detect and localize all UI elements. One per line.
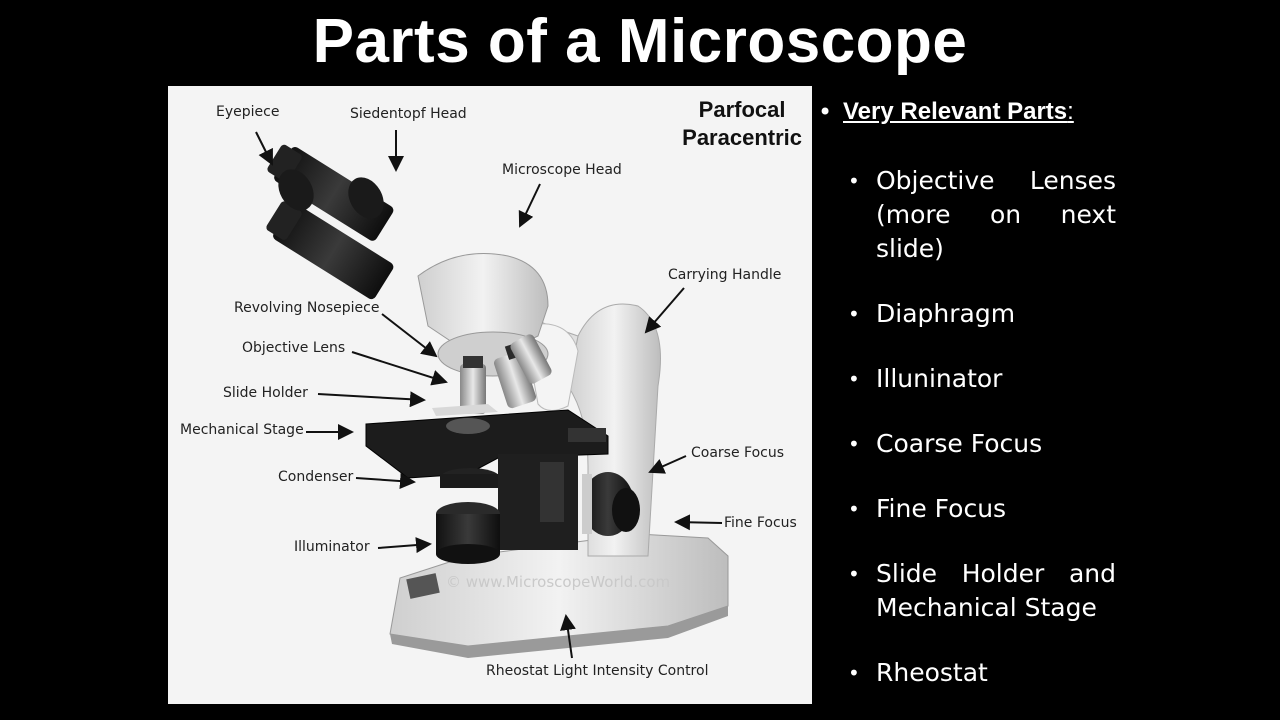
- list-item-text: Illuninator: [876, 364, 1003, 393]
- bullet-dot: •: [848, 661, 860, 685]
- bullet-heading-colon: :: [1067, 98, 1074, 125]
- label-illuminator: Illuminator: [294, 539, 370, 555]
- microscope-illustration: [255, 130, 729, 659]
- label-rheostat: Rheostat Light Intensity Control: [486, 663, 709, 679]
- bullet-dot: •: [818, 98, 833, 126]
- slide-title: Parts of a Microscope: [312, 7, 968, 76]
- label-objective-lens: Objective Lens: [242, 340, 346, 356]
- bullet-dot: •: [848, 432, 860, 456]
- label-condenser: Condenser: [278, 469, 354, 485]
- label-revolving-nosepiece: Revolving Nosepiece: [234, 300, 380, 316]
- label-siedentopf-head: Siedentopf Head: [350, 106, 467, 122]
- bullet-dot: •: [848, 562, 860, 586]
- label-mechanical-stage: Mechanical Stage: [180, 422, 304, 438]
- bullet-dot: •: [848, 497, 860, 521]
- label-eyepiece: Eyepiece: [216, 104, 280, 120]
- bullet-dot: •: [848, 367, 860, 391]
- list-item-text: Rheostat: [876, 658, 988, 687]
- microscope-diagram: Parfocal Paracentric Eyepiece Siedentopf…: [168, 86, 812, 704]
- paracentric-text: Paracentric: [682, 125, 802, 150]
- list-item-text: Objective Lenses (more on next slide): [876, 166, 1116, 263]
- list-item-text: Coarse Focus: [876, 429, 1043, 458]
- label-microscope-head: Microscope Head: [502, 162, 622, 178]
- label-carrying-handle: Carrying Handle: [668, 267, 782, 283]
- label-slide-holder: Slide Holder: [223, 385, 308, 401]
- list-item-text: Diaphragm: [876, 299, 1016, 328]
- label-fine-focus: Fine Focus: [724, 515, 797, 531]
- label-coarse-focus: Coarse Focus: [691, 445, 785, 461]
- bullet-dot: •: [848, 169, 860, 193]
- bullet-heading-text: Very Relevant Parts: [843, 98, 1068, 125]
- parfocal-paracentric-note: Parfocal Paracentric: [682, 96, 802, 152]
- list-item-text: Fine Focus: [876, 494, 1007, 523]
- parfocal-text: Parfocal: [698, 97, 786, 122]
- list-item-text: Slide Holder and Mechanical Stage: [876, 559, 1116, 622]
- bullet-heading: Very Relevant Parts:: [843, 98, 1074, 126]
- bullet-dot: •: [848, 302, 860, 326]
- watermark: © www.MicroscopeWorld.com: [446, 573, 671, 591]
